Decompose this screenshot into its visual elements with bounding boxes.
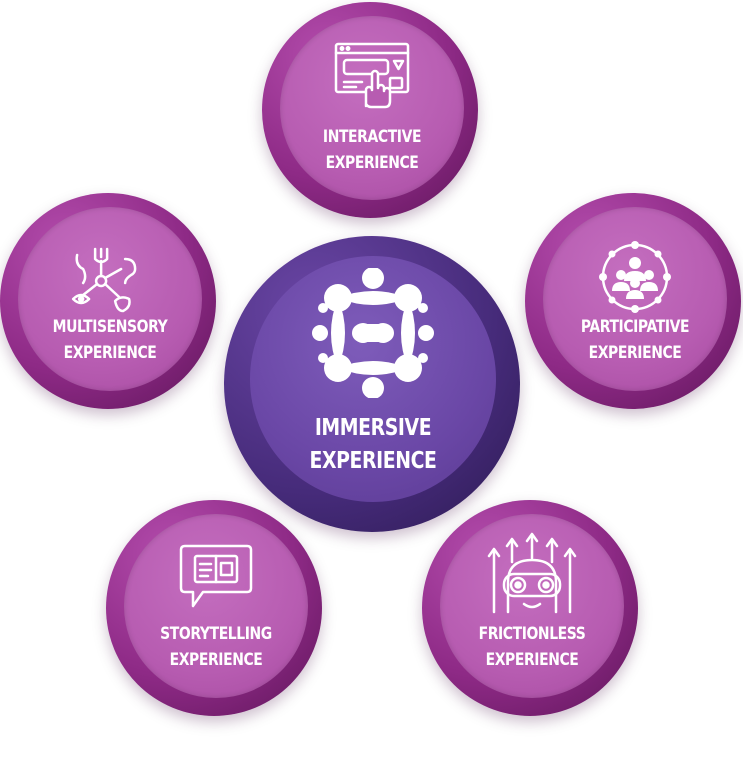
frictionless-label-line2: EXPERIENCE	[485, 650, 579, 670]
interactive-label-line1: INTERACTIVE	[322, 127, 422, 147]
immersive-experience-node: IMMERSIVE EXPERIENCE	[224, 236, 520, 532]
participative-label-line1: PARTICIPATIVE	[580, 317, 690, 337]
interactive-experience-node: INTERACTIVE EXPERIENCE	[262, 2, 478, 218]
multisensory-experience-node: MULTISENSORY EXPERIENCE	[0, 193, 216, 409]
multisensory-label-line2: EXPERIENCE	[63, 343, 157, 363]
frictionless-label-line1: FRICTIONLESS	[478, 624, 586, 644]
molecule-icon	[308, 267, 438, 403]
senses-icon	[71, 245, 143, 322]
storytelling-label-line1: STORYTELLING	[160, 624, 272, 644]
storytelling-label-line2: EXPERIENCE	[169, 650, 263, 670]
vr-headset-icon	[486, 532, 578, 625]
group-icon	[595, 237, 675, 322]
storytelling-experience-node: STORYTELLING EXPERIENCE	[106, 500, 322, 716]
immersive-label-line2: EXPERIENCE	[309, 448, 437, 474]
story-bubble-icon	[179, 540, 253, 617]
immersive-label-line1: IMMERSIVE	[314, 415, 432, 441]
tap-screen-icon	[332, 40, 412, 115]
participative-label-line2: EXPERIENCE	[588, 343, 682, 363]
participative-experience-node: PARTICIPATIVE EXPERIENCE	[525, 193, 741, 409]
multisensory-label-line1: MULTISENSORY	[52, 317, 168, 337]
interactive-label-line2: EXPERIENCE	[325, 153, 419, 173]
frictionless-experience-node: FRICTIONLESS EXPERIENCE	[422, 500, 638, 716]
